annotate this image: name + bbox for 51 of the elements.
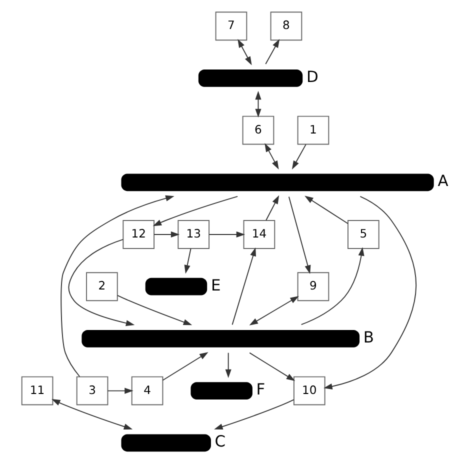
arrow — [248, 296, 298, 326]
arrow — [60, 195, 174, 377]
node-label: D — [306, 68, 318, 86]
arrow — [153, 231, 180, 238]
node-box: 13 — [177, 220, 210, 249]
arrow — [68, 238, 134, 326]
node-box: 8 — [270, 12, 302, 41]
node-bar — [190, 382, 252, 400]
arrow — [264, 143, 278, 170]
arrow — [184, 248, 191, 274]
node-label: C — [214, 432, 226, 451]
arrow — [224, 352, 231, 378]
node-bar — [144, 278, 207, 296]
arrow — [264, 38, 280, 64]
node-label: F — [256, 380, 265, 398]
arrow — [51, 399, 132, 430]
arrow — [214, 399, 294, 430]
node-box: 6 — [242, 116, 274, 145]
node-box: 4 — [130, 376, 163, 406]
node-label: E — [210, 276, 220, 294]
arrow — [152, 196, 238, 226]
arrow — [300, 247, 364, 326]
arrow — [162, 352, 208, 381]
node-label: A — [437, 172, 448, 190]
node-bar — [120, 434, 210, 452]
arrow — [248, 352, 295, 381]
arrow — [116, 294, 192, 326]
arrow — [237, 38, 252, 66]
node-box: 10 — [292, 376, 325, 406]
node-box: 1 — [296, 116, 329, 145]
arrow — [291, 144, 306, 170]
node-box: 11 — [20, 376, 53, 406]
node-bar — [81, 330, 360, 348]
node-bar — [120, 174, 434, 192]
node-box: 14 — [242, 220, 275, 249]
arrow — [288, 196, 310, 274]
arrow — [323, 196, 416, 390]
arrow — [304, 196, 348, 224]
node-box: 9 — [296, 272, 329, 302]
arrow — [265, 195, 279, 221]
node-box: 5 — [347, 220, 379, 249]
node-box: 3 — [76, 376, 108, 406]
arrow — [106, 388, 133, 394]
arrow — [254, 90, 261, 118]
node-box: 7 — [214, 12, 247, 41]
node-label: B — [362, 328, 374, 346]
node-bar — [198, 70, 302, 87]
arrow — [208, 231, 245, 238]
arrow — [231, 247, 256, 326]
node-box: 12 — [122, 220, 154, 249]
node-box: 2 — [86, 272, 118, 302]
